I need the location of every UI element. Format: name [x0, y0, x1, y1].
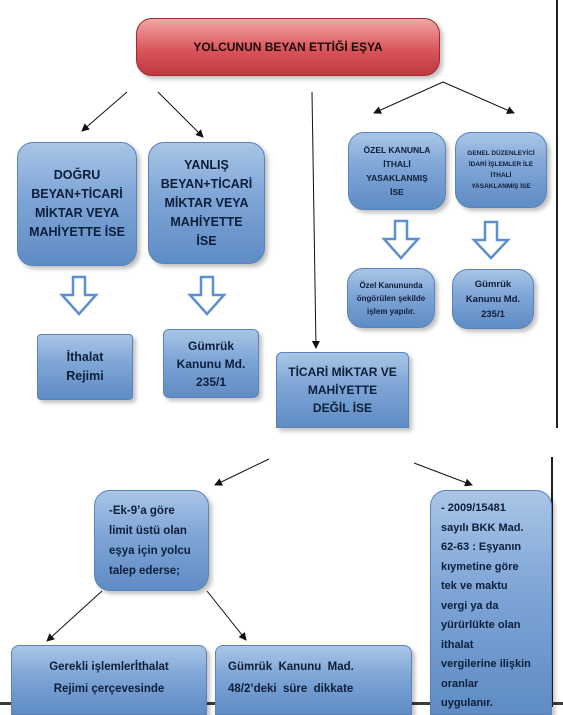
box-bkk-madde: - 2009/15481 sayılı BKK Mad. 62-63 : Eşy…: [430, 490, 552, 715]
arrow-title-to-genel: [442, 81, 515, 114]
hollow-arrow-2: [187, 275, 227, 316]
box-yanlis-line: İSE: [196, 233, 217, 248]
box-ithalat-rejimi: İthalat Rejimi: [37, 334, 133, 400]
box-gumruk-small-line: Gümrük: [474, 278, 512, 290]
hollow-arrow-3: [381, 219, 421, 260]
box-dogru-line: MİKTAR VEYA: [34, 206, 120, 220]
box-genel-line: İDARİ İŞLEMLER İLE: [468, 161, 534, 168]
box-bkk-line: uygulanır.: [441, 697, 493, 709]
arrow-ek9-to-gerekli: [46, 590, 103, 642]
box-gerekli-line: Rejimi çerçevesinde: [53, 683, 165, 695]
box-ticari-miktar: TİCARİ MİKTAR VE MAHİYETTE DEĞİL İSE: [276, 352, 409, 428]
box-ticari-line: DEĞİL İSE: [312, 401, 373, 415]
box-ozel-result-line: Özel Kanununda: [359, 280, 423, 290]
box-bkk-line: ithalat: [441, 638, 474, 651]
box-genel-duzenleyici: GENEL DÜZENLEYİCİ İDARİ İŞLEMLER İLE İTH…: [455, 132, 547, 208]
box-genel-line: İTHALİ: [490, 172, 512, 179]
box-ozel-line: YASAKLANMIŞ: [366, 173, 428, 183]
title-text: YOLCUNUN BEYAN ETTİĞİ EŞYA: [193, 40, 383, 54]
box-ticari-line: MAHİYETTE: [307, 383, 378, 397]
box-ek9-line: talep ederse;: [109, 564, 180, 577]
box-ithalat-line: İthalat: [66, 350, 104, 364]
hollow-arrow-1: [59, 275, 99, 316]
box-ozel-line: ÖZEL KANUNLA: [363, 145, 431, 155]
box-ozel-kanun: ÖZEL KANUNLA İTHALİ YASAKLANMIŞ İSE: [348, 132, 446, 210]
box-bkk-line: kıymetine göre: [441, 560, 519, 573]
title-box: YOLCUNUN BEYAN ETTİĞİ EŞYA: [136, 18, 440, 76]
box-yanlis-beyan: YANLIŞ BEYAN+TİCARİ MİKTAR VEYA MAHİYETT…: [148, 142, 265, 264]
box-bkk-line: oranlar: [441, 677, 479, 690]
box-yanlis-line: MİKTAR VEYA: [164, 195, 249, 210]
box-ek9-line: -Ek-9’a göre: [109, 504, 175, 517]
box-ek9-limit: -Ek-9’a göre limit üstü olan eşya için y…: [94, 490, 209, 591]
box-ozel-result-line: işlem yapılır.: [366, 306, 416, 316]
box-ithalat-line: Rejimi: [66, 369, 104, 383]
box-bkk-line: tek ve maktu: [441, 580, 508, 592]
box-bkk-line: vergi ya da: [441, 599, 499, 612]
box-madde48-line: Gümrük Kanunu Mad.: [228, 661, 354, 673]
box-ozel-result-line: öngörülen şekilde: [356, 293, 426, 303]
hollow-arrow-4: [471, 220, 511, 260]
box-genel-line: YASAKLANMIŞ İSE: [471, 183, 531, 190]
box-ozel-line: İTHALİ: [383, 159, 411, 169]
box-gumruk-mid-line: 235/1: [195, 374, 227, 389]
box-dogru-beyan: DOĞRU BEYAN+TİCARİ MİKTAR VEYA MAHİYETTE…: [17, 142, 137, 266]
arrow-title-to-ozel: [373, 81, 444, 114]
box-gumruk-small-line: Kanunu Md.: [465, 293, 521, 305]
box-dogru-line: MAHİYETTE İSE: [29, 225, 125, 239]
box-bkk-line: yürürlükte olan: [441, 619, 521, 631]
box-bkk-line: vergilerine ilişkin: [441, 658, 531, 670]
arrow-ticari-to-bkk: [413, 462, 473, 487]
arrow-title-to-dogru: [81, 91, 128, 132]
right-edge-line-top: [556, 0, 558, 428]
box-bkk-line: - 2009/15481: [441, 502, 506, 514]
box-gerekli-line: Gerekli işlemlerİthalat: [49, 661, 169, 673]
box-ozel-line: İSE: [390, 187, 404, 197]
right-edge-line-bottom: [551, 457, 553, 707]
box-gumruk-mid-line: Gümrük: [187, 338, 234, 353]
box-madde48-line: 48/2’deki süre dikkate: [228, 683, 354, 695]
box-gumruk-small-line: 235/1: [481, 308, 505, 320]
arrow-ticari-to-ek9: [214, 458, 270, 486]
arrow-title-to-ticari: [311, 91, 320, 349]
box-gumruk-kanunu-sag: Gümrük Kanunu Md. 235/1: [452, 269, 534, 329]
box-gerekli-islemler: Gerekli işlemlerİthalat Rejimi çerçevesi…: [11, 645, 207, 715]
box-yanlis-line: YANLIŞ: [184, 157, 229, 172]
box-dogru-line: DOĞRU: [53, 168, 101, 182]
arrow-title-to-yanlis: [157, 91, 204, 138]
box-gumruk-kanunu-madde48: Gümrük Kanunu Mad. 48/2’deki süre dikkat…: [215, 645, 412, 715]
box-genel-line: GENEL DÜZENLEYİCİ: [467, 150, 535, 157]
box-gumruk-mid-line: Kanunu Md.: [176, 356, 246, 371]
arrow-ek9-to-madde48: [206, 590, 247, 641]
box-ek9-line: eşya için yolcu: [109, 544, 191, 557]
box-ek9-line: limit üstü olan: [109, 524, 187, 537]
box-ozel-kanun-sonuc: Özel Kanununda öngörülen şekilde işlem y…: [347, 268, 435, 328]
box-yanlis-line: BEYAN+TİCARİ: [160, 176, 253, 191]
box-dogru-line: BEYAN+TİCARİ: [31, 187, 123, 201]
box-bkk-line: sayılı BKK Mad.: [441, 521, 524, 534]
box-gumruk-kanunu-orta: Gümrük Kanunu Md. 235/1: [163, 329, 259, 398]
box-ticari-line: TİCARİ MİKTAR VE: [288, 365, 397, 379]
box-yanlis-line: MAHİYETTE: [170, 214, 243, 229]
box-bkk-line: 62-63 : Eşyanın: [441, 541, 522, 553]
